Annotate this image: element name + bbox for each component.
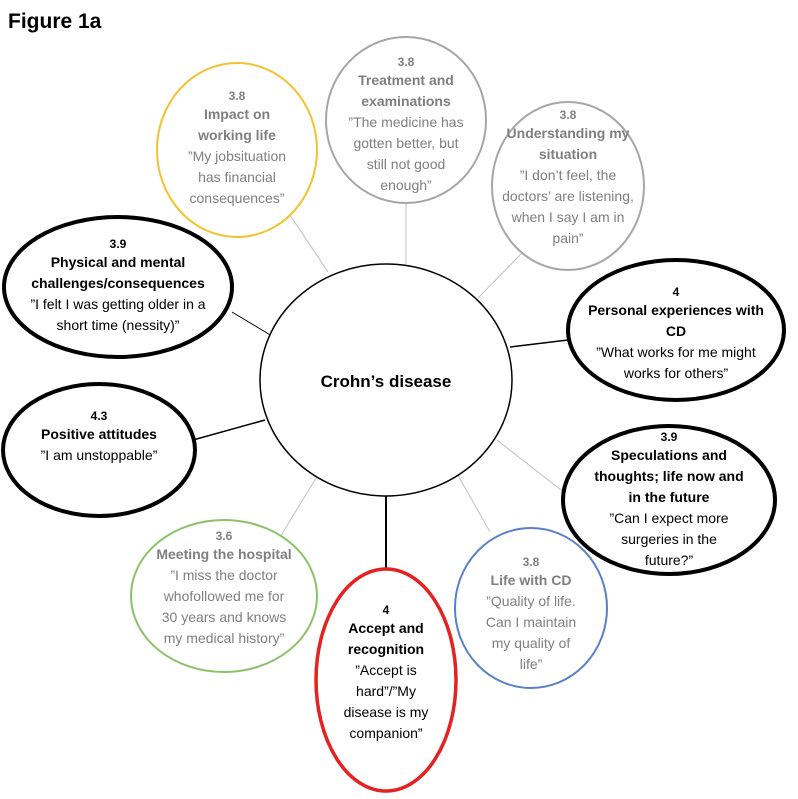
impact-working-life-quote-line: consequences” [190, 190, 285, 206]
personal-experiences-circle [566, 258, 786, 402]
physical-mental-title-line: Physical and mental [51, 254, 186, 270]
speculations-thoughts-connector [496, 439, 571, 498]
treatment-examinations-quote-line: enough” [380, 177, 432, 193]
speculations-thoughts-circle [561, 424, 777, 576]
impact-working-life-title-line: Impact on [204, 106, 270, 122]
impact-working-life-score: 3.8 [229, 89, 246, 103]
accept-recognition-quote-line: ”Accept is [355, 662, 416, 678]
accept-recognition-circle [314, 567, 458, 793]
understanding-situation-score: 3.8 [560, 108, 577, 122]
accept-recognition-title-line: Accept and [348, 620, 423, 636]
meeting-hospital-connector [279, 474, 319, 538]
personal-experiences-title-line: CD [666, 323, 686, 339]
speculations-thoughts-title-line: thoughts; life now and [594, 468, 743, 484]
treatment-examinations-title-line: examinations [361, 93, 451, 109]
life-with-cd-quote-line: my quality of [492, 635, 571, 651]
understanding-situation-quote-line: doctors’ are listening, [502, 188, 634, 204]
life-with-cd-quote-line: life” [520, 656, 543, 672]
accept-recognition-score: 4 [383, 603, 390, 617]
personal-experiences-title-line: Personal experiences with [588, 302, 764, 318]
positive-attitudes-title-line: Positive attitudes [41, 426, 157, 442]
speculations-thoughts-quote-line: surgeries in the [621, 531, 717, 547]
life-with-cd-quote-line: ”Quality of life. [486, 593, 575, 609]
meeting-hospital-score: 3.6 [216, 529, 233, 543]
impact-working-life-title-line: working life [197, 127, 276, 143]
understanding-situation-title-line: Understanding my [507, 125, 630, 141]
speculations-thoughts-quote-line: future?” [645, 552, 694, 568]
understanding-situation-quote-line: pain” [552, 230, 583, 246]
meeting-hospital-title-line: Meeting the hospital [156, 546, 291, 562]
speculations-thoughts-title-line: in the future [629, 489, 710, 505]
physical-mental-circle [2, 215, 234, 359]
life-with-cd-quote-line: Can I maintain [486, 614, 576, 630]
understanding-situation-quote-line: ”I don’t feel, the [520, 167, 617, 183]
center-circle [259, 263, 513, 497]
understanding-situation-circle [491, 101, 645, 271]
personal-experiences-score: 4 [673, 285, 680, 299]
speculations-thoughts-score: 3.9 [661, 430, 678, 444]
personal-experiences-connector [509, 339, 569, 348]
life-with-cd-score: 3.8 [523, 555, 540, 569]
speculations-thoughts-quote-line: ”Can I expect more [609, 510, 728, 526]
treatment-examinations-quote-line: gotten better, but [353, 135, 458, 151]
life-with-cd-circle [454, 527, 608, 689]
treatment-examinations-circle [325, 36, 487, 204]
positive-attitudes-score: 4.3 [91, 409, 108, 423]
accept-recognition-quote-line: disease is my [344, 704, 429, 720]
speculations-thoughts-title-line: Speculations and [611, 447, 727, 463]
life-with-cd-connector [454, 469, 491, 533]
treatment-examinations-title-line: Treatment and [358, 72, 454, 88]
center-label: Crohn’s disease [321, 372, 452, 391]
understanding-situation-title-line: situation [539, 146, 597, 162]
figure-title: Figure 1a [8, 10, 102, 33]
treatment-examinations-quote-line: ”The medicine has [348, 114, 463, 130]
positive-attitudes-connector [192, 419, 266, 441]
connectors [192, 204, 571, 570]
impact-working-life-connector [289, 214, 329, 273]
accept-recognition-title-line: recognition [348, 641, 424, 657]
impact-working-life-circle [156, 62, 318, 238]
meeting-hospital-quote-line: ”I miss the doctor [170, 567, 278, 583]
physical-mental-title-line: challenges/consequences [31, 275, 205, 291]
personal-experiences-quote-line: ”What works for me might [596, 344, 756, 360]
positive-attitudes-circle [1, 382, 197, 518]
center-node: Crohn’s disease [259, 263, 513, 497]
physical-mental-quote-line: short time (nessity)” [57, 317, 180, 333]
understanding-situation-quote-line: when I say I am in [511, 209, 625, 225]
life-with-cd-title-line: Life with CD [491, 572, 572, 588]
treatment-examinations-quote-line: still not good [367, 156, 446, 172]
physical-mental-score: 3.9 [110, 237, 127, 251]
physical-mental-quote-line: ”I felt I was getting older in a [30, 296, 205, 312]
meeting-hospital-circle [130, 519, 318, 673]
meeting-hospital-quote-line: 30 years and knows [162, 609, 287, 625]
physical-mental-connector [231, 311, 273, 337]
understanding-situation-connector [477, 249, 526, 299]
accept-recognition-quote-line: companion” [349, 725, 422, 741]
impact-working-life-quote-line: ”My jobsituation [188, 148, 286, 164]
positive-attitudes-quote-line: ”I am unstoppable” [41, 447, 158, 463]
accept-recognition-quote-line: hard”/”My [356, 683, 416, 699]
impact-working-life-quote-line: has financial [198, 169, 276, 185]
personal-experiences-quote-line: works for others” [623, 365, 729, 381]
meeting-hospital-quote-line: my medical history” [164, 630, 285, 646]
meeting-hospital-quote-line: whofollowed me for [163, 588, 285, 604]
treatment-examinations-score: 3.8 [398, 55, 415, 69]
